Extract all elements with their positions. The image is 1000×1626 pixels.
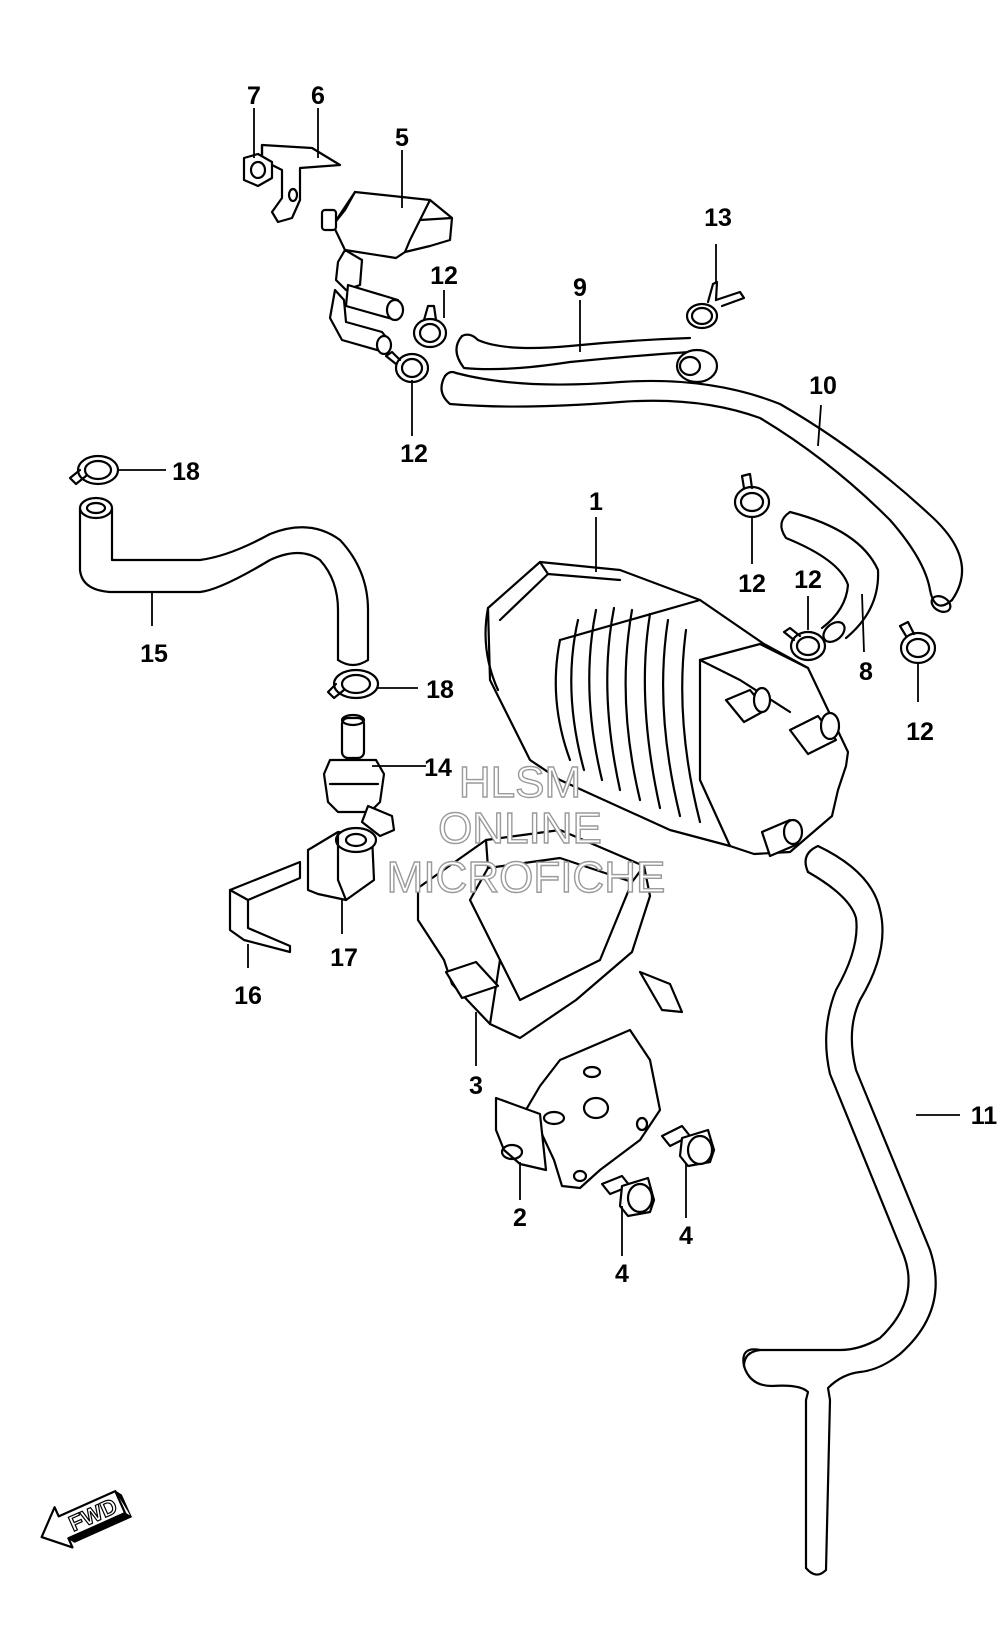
clamp-18b [326,668,380,700]
bracket-16 [228,860,302,954]
callout-13: 13 [704,204,732,232]
watermark-line-3: MICROFICHE [387,853,666,902]
callout-4b: 4 [679,1222,693,1250]
callout-labels: 1 2 3 4 4 5 6 7 8 9 10 11 12 12 12 12 12… [140,82,997,1288]
fitting [322,713,396,838]
callout-18a: 18 [172,458,200,486]
callout-1: 1 [589,488,603,516]
callout-2: 2 [513,1204,527,1232]
watermark: HLSM ONLINE MICROFICHE [386,757,666,902]
callout-15: 15 [140,640,168,668]
callout-17: 17 [330,944,358,972]
mounting-bracket [494,1028,662,1190]
callout-12a: 12 [430,262,458,290]
callout-11: 11 [971,1102,998,1130]
watermark-line-2: ONLINE [438,804,602,853]
callout-10: 10 [809,372,837,400]
callout-7: 7 [247,82,261,110]
callout-9: 9 [573,274,587,302]
callout-6: 6 [311,82,325,110]
watermark-line-1: HLSM [459,758,581,807]
leader-lines [118,108,960,1256]
clamp-12a [412,304,448,349]
callout-12b: 12 [400,440,428,468]
fwd-arrow: FWD [40,1490,133,1549]
hose-15 [78,496,370,667]
holder [306,826,378,902]
clamp-12b [384,350,430,384]
hose-clip [685,280,746,330]
bolt-4a [660,1124,716,1168]
arrow-icon [40,1490,127,1549]
clamp-18a [68,454,120,486]
callout-12e: 12 [906,718,934,746]
hose-10 [440,370,964,613]
clamp-12c [733,472,771,519]
callout-3: 3 [469,1072,483,1100]
callout-8: 8 [859,658,873,686]
nut [242,152,274,188]
hose-9 [455,333,719,384]
canister [484,560,850,858]
callout-4a: 4 [615,1260,629,1288]
clamp-12e [898,620,937,665]
callout-12c: 12 [738,570,766,598]
canister-cover [416,828,684,1040]
hose-8 [780,510,880,643]
bolt-4b [600,1174,656,1218]
callout-18b: 18 [426,676,454,704]
callout-5: 5 [395,124,409,152]
callout-12d: 12 [794,566,822,594]
valve-bracket [260,143,342,224]
callout-16: 16 [234,982,262,1010]
hose-11 [742,844,937,1576]
solenoid-valve [320,190,454,356]
clamp-12d [782,626,827,662]
callout-14: 14 [424,754,452,782]
